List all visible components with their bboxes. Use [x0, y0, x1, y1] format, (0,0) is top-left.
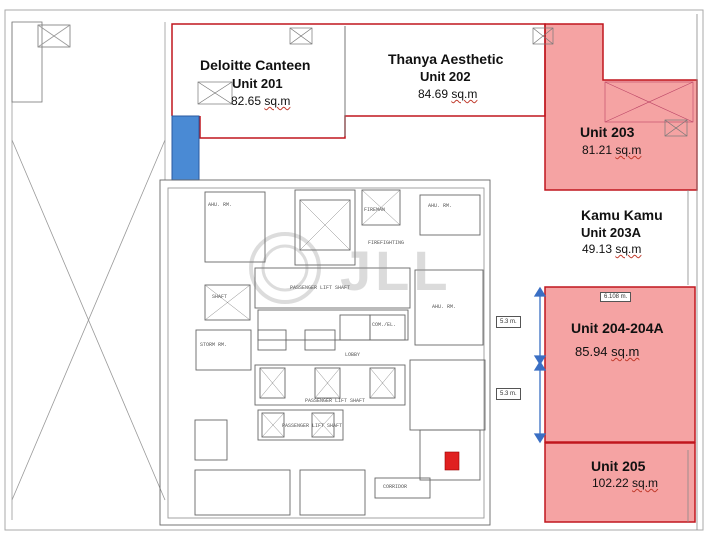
unit-202-name: Thanya Aesthetic [388, 51, 504, 67]
unit-203a-name: Kamu Kamu [581, 207, 663, 223]
blue-block [171, 115, 200, 181]
dimension-label-1: 5.3 m. [496, 316, 521, 328]
unit-205-area-value: 102.22 [592, 476, 629, 490]
mark-ahu-1: AHU. RM. [208, 202, 233, 208]
unit-202-area-value: 84.69 [418, 87, 449, 101]
unit-204-area-unit: sq.m [611, 344, 640, 359]
unit-204-area-value: 85.94 [575, 344, 608, 359]
units-201-202-outline [171, 23, 546, 139]
unit-205-area [544, 442, 696, 523]
unit-203a-area-unit: sq.m [615, 242, 642, 256]
mark-ahu-3: AHU. RM. [432, 304, 457, 310]
mark-shaft: SHAFT [212, 294, 228, 300]
mark-passenger-2: PASSENGER LIFT SHAFT [305, 398, 366, 404]
mark-lobby: LOBBY [345, 352, 361, 358]
unit-203-area-unit: sq.m [615, 143, 642, 157]
mark-passenger-1: PASSENGER LIFT SHAFT [290, 285, 351, 291]
unit-201-number: Unit 201 [232, 76, 283, 91]
mark-fireman: FIREMAN [364, 207, 386, 213]
dimension-arrow [533, 286, 547, 444]
unit-204-area: 85.94 sq.m [575, 344, 639, 359]
mark-passenger-3: PASSENGER LIFT SHAFT [282, 423, 343, 429]
unit-201-area-value: 82.65 [231, 94, 262, 108]
unit-203a-area-value: 49.13 [582, 242, 613, 256]
mark-ahu-2: AHU. RM. [428, 203, 453, 209]
unit-204-number: Unit 204-204A [571, 320, 664, 336]
watermark [249, 232, 321, 304]
unit-203a-area: 49.13 sq.m [582, 242, 641, 256]
open-void-area [11, 21, 166, 520]
unit-205-number: Unit 205 [591, 458, 646, 474]
unit-201-area: 82.65 sq.m [231, 94, 290, 108]
unit-201-area-unit: sq.m [264, 94, 291, 108]
mark-storm: STORM RM. [200, 342, 228, 348]
unit-203-area: 81.21 sq.m [582, 143, 641, 157]
fixture-marks [197, 27, 688, 137]
unit-201-name: Deloitte Canteen [200, 57, 311, 73]
unit-202-number: Unit 202 [420, 69, 471, 84]
unit-202-area-unit: sq.m [451, 87, 478, 101]
building-core [159, 179, 491, 526]
mark-com: COM./EL. [372, 322, 397, 328]
mark-firefighting: FIREFIGHTING [368, 240, 405, 246]
unit-204-area [544, 286, 696, 443]
watermark-text: JLL [340, 239, 452, 302]
unit-202-area: 84.69 sq.m [418, 87, 477, 101]
unit-203-area-value: 81.21 [582, 143, 613, 157]
unit-203a-number: Unit 203A [581, 225, 641, 240]
unit-203-number: Unit 203 [580, 124, 635, 140]
mark-corridor: CORRIDOR [383, 484, 408, 490]
right-walls [687, 14, 698, 530]
fire-exit-icon [444, 451, 460, 471]
dimension-label-2: 5.3 m. [496, 388, 521, 400]
core-cross-marks [204, 189, 401, 438]
unit-204-width-tag: 6.108 m. [600, 292, 632, 302]
unit-203-area [544, 23, 698, 191]
unit-205-area: 102.22 sq.m [592, 476, 658, 490]
unit-205-area-unit: sq.m [632, 476, 659, 490]
